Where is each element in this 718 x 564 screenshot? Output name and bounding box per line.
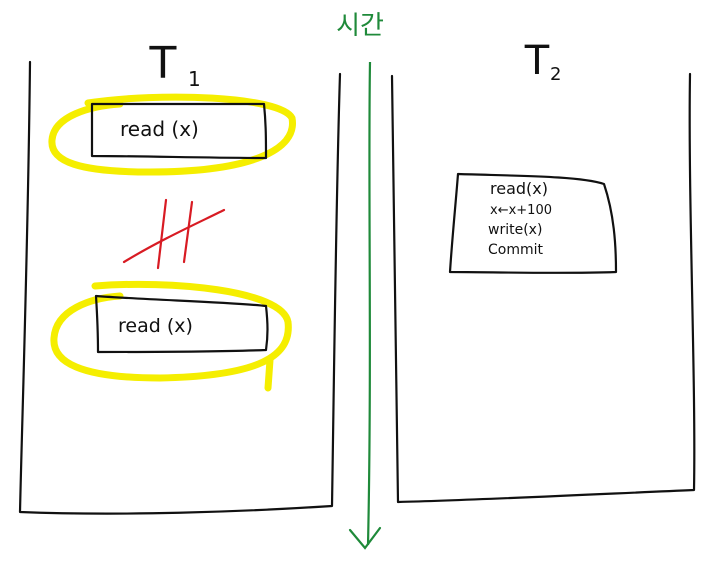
t1-op-box-1 — [90, 102, 268, 160]
t2-title: T — [524, 38, 550, 84]
t2-column-border — [390, 72, 696, 504]
t2-op-3: write(x) — [488, 222, 542, 238]
t1-column-border — [18, 60, 342, 515]
t1-column: T 1 read (x) read (x) — [18, 38, 342, 515]
time-arrow-head-icon — [348, 526, 382, 550]
time-axis: 시간 — [336, 11, 384, 550]
time-axis-line — [366, 61, 372, 546]
t2-op-1: read(x) — [490, 179, 548, 198]
t2-op-box — [448, 172, 618, 274]
t1-op-2: read (x) — [118, 315, 193, 337]
t2-op-2: x←x+100 — [490, 203, 552, 218]
time-axis-label: 시간 — [336, 11, 384, 41]
t2-op-4: Commit — [488, 242, 544, 258]
highlight-ellipse-2 — [50, 280, 292, 392]
t1-op-1: read (x) — [120, 117, 199, 141]
t1-title: T — [149, 38, 177, 89]
conflict-mark-icon — [122, 198, 226, 270]
highlight-ellipse-1 — [48, 93, 296, 176]
t2-title-subscript: 2 — [550, 64, 561, 85]
t1-title-subscript: 1 — [188, 67, 201, 91]
t1-op-box-2 — [94, 294, 269, 354]
t2-column: T 2 read(x) x←x+100 write(x) Commit — [390, 38, 696, 504]
